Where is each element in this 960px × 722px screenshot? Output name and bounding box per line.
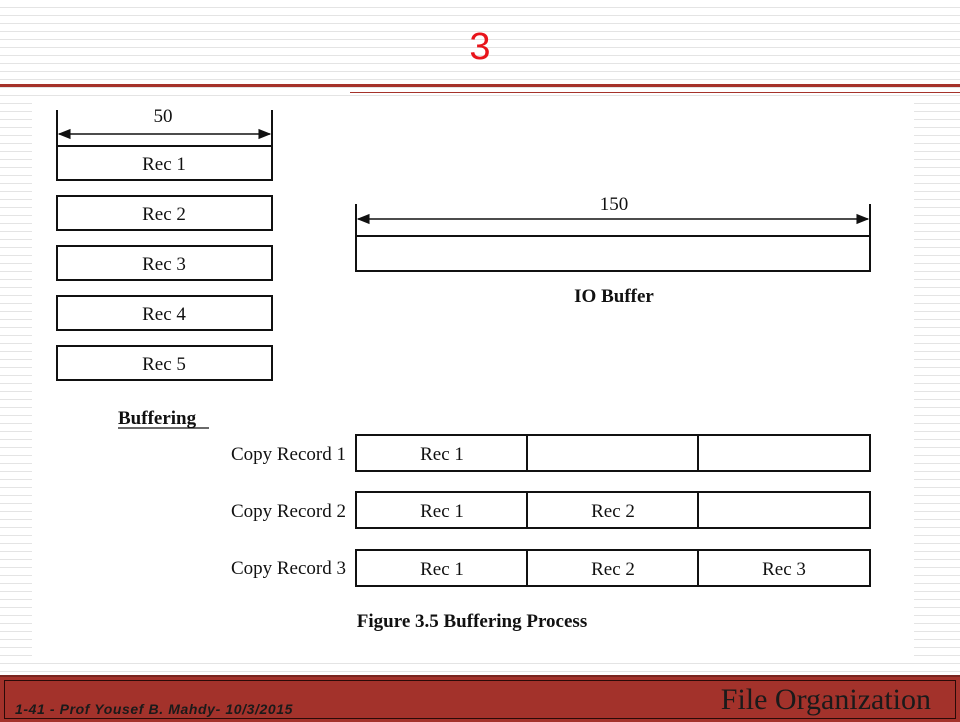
record-box bbox=[56, 195, 273, 231]
io-buffer-label: IO Buffer bbox=[574, 286, 654, 307]
buffer-cell-label: Rec 2 bbox=[591, 559, 635, 580]
record-label: Rec 1 bbox=[142, 154, 186, 175]
buffer-dim-label: 150 bbox=[600, 194, 629, 215]
buffering-diagram: 50 Rec 1 Rec 2 Rec 3 Rec 4 Rec 5 150 IO … bbox=[56, 106, 871, 632]
buffer-row bbox=[355, 491, 871, 529]
footer-frame: 1-41 - Prof Yousef B. Mahdy- 10/3/2015 F… bbox=[4, 680, 956, 719]
buffering-section-label: Buffering bbox=[118, 408, 197, 429]
record-label: Rec 5 bbox=[142, 354, 186, 375]
step-label: Copy Record 1 bbox=[231, 444, 346, 465]
record-label: Rec 3 bbox=[142, 254, 186, 275]
footer-author-date: 1-41 - Prof Yousef B. Mahdy- 10/3/2015 bbox=[15, 701, 294, 717]
buffer-cell-label: Rec 1 bbox=[420, 501, 464, 522]
record-box bbox=[56, 345, 273, 381]
record-box bbox=[56, 245, 273, 281]
figure-area: 50 Rec 1 Rec 2 Rec 3 Rec 4 Rec 5 150 IO … bbox=[32, 96, 914, 660]
record-label: Rec 4 bbox=[142, 304, 186, 325]
buffer-row bbox=[355, 549, 871, 587]
record-label: Rec 2 bbox=[142, 204, 186, 225]
record-box bbox=[56, 145, 273, 181]
io-buffer-box bbox=[355, 235, 871, 272]
record-box bbox=[56, 295, 273, 331]
buffer-cell-label: Rec 2 bbox=[591, 501, 635, 522]
buffer-cell-label: Rec 1 bbox=[420, 444, 464, 465]
title-divider bbox=[0, 84, 960, 87]
buffer-row bbox=[355, 434, 871, 472]
footer-bar: 1-41 - Prof Yousef B. Mahdy- 10/3/2015 F… bbox=[0, 675, 960, 722]
step-label: Copy Record 2 bbox=[231, 501, 346, 522]
buffer-cell-label: Rec 1 bbox=[420, 559, 464, 580]
figure-caption: Figure 3.5 Buffering Process bbox=[357, 611, 587, 632]
slide-title: 3 bbox=[469, 26, 491, 68]
title-divider-thin bbox=[350, 92, 960, 93]
copy-step: Copy Record 1 Rec 1 bbox=[231, 434, 871, 472]
copy-step: Copy Record 2 Rec 1 Rec 2 bbox=[231, 491, 871, 529]
buffer-cell-label: Rec 3 bbox=[762, 559, 806, 580]
footer-course-title: File Organization bbox=[720, 683, 931, 716]
step-label: Copy Record 3 bbox=[231, 558, 346, 579]
copy-step: Copy Record 3 Rec 1 Rec 2 Rec 3 bbox=[231, 549, 871, 587]
record-list: Rec 1 Rec 2 Rec 3 Rec 4 Rec 5 bbox=[56, 145, 273, 381]
record-dim-label: 50 bbox=[154, 106, 173, 127]
